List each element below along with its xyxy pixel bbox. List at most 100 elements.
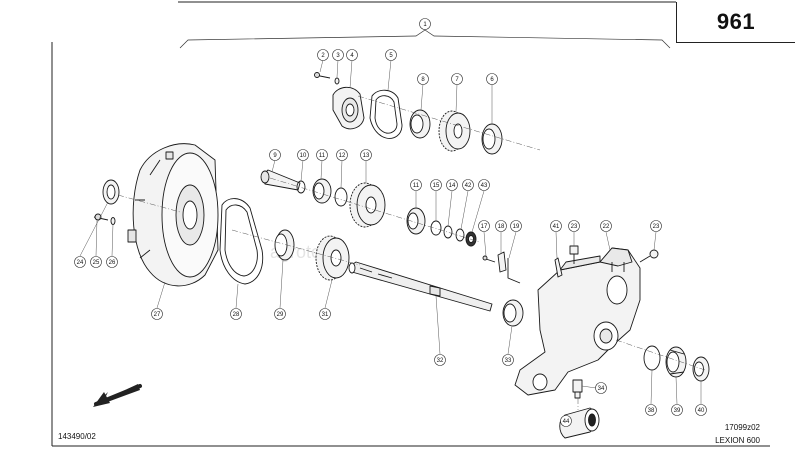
callout-12: 12: [336, 149, 348, 161]
callout-42: 42: [462, 179, 474, 191]
svg-text:22: 22: [603, 224, 610, 230]
callout-8: 8: [417, 73, 429, 85]
callout-6: 6: [486, 73, 498, 85]
svg-text:4: 4: [350, 53, 354, 59]
callout-11b: 11: [410, 179, 422, 191]
gear-13: [349, 182, 386, 228]
callout-14: 14: [446, 179, 458, 191]
svg-text:43: 43: [481, 183, 488, 189]
svg-text:7: 7: [455, 77, 459, 83]
washer-3: [334, 77, 340, 85]
svg-text:34: 34: [598, 386, 605, 392]
svg-text:3: 3: [336, 53, 340, 59]
ring-15: [430, 220, 442, 236]
svg-text:26: 26: [109, 260, 116, 266]
svg-text:25: 25: [93, 260, 100, 266]
direction-arrow-icon: [93, 384, 142, 407]
bearing-39: [665, 346, 687, 378]
callout-24: 24: [74, 256, 86, 268]
svg-text:2: 2: [321, 53, 325, 59]
callout-23a: 23: [568, 220, 580, 232]
callout-25: 25: [90, 256, 102, 268]
svg-text:31: 31: [322, 312, 329, 318]
pinion-shaft-9: [260, 169, 301, 191]
callout-34: 34: [595, 382, 607, 394]
bearing-6: [481, 123, 503, 155]
bolt-2: [314, 72, 331, 79]
svg-text:6: 6: [490, 77, 494, 83]
spacer-12: [334, 187, 348, 207]
callouts: 1 2 3 4 5 6 7 8 9 10 11 12 13 11 15 14 4…: [74, 18, 707, 427]
callout-23b: 23: [650, 220, 662, 232]
bolt-25: [93, 213, 109, 221]
svg-text:10: 10: [300, 153, 307, 159]
svg-text:18: 18: [498, 224, 505, 230]
svg-text:23: 23: [571, 224, 578, 230]
plug-34: [572, 379, 583, 399]
callout-19: 19: [510, 220, 522, 232]
bolt-23a: [569, 245, 579, 264]
svg-text:41: 41: [553, 224, 560, 230]
svg-text:14: 14: [449, 183, 456, 189]
svg-text:5: 5: [389, 53, 393, 59]
callout-4: 4: [346, 49, 358, 61]
callout-17: 17: [478, 220, 490, 232]
callout-18: 18: [495, 220, 507, 232]
callout-31: 31: [319, 308, 331, 320]
callout-39: 39: [671, 404, 683, 416]
svg-text:17: 17: [481, 224, 488, 230]
oring-38: [643, 345, 661, 371]
page-number-plate: 961: [676, 2, 795, 43]
callout-43: 43: [478, 179, 490, 191]
frame: [51, 1, 770, 447]
bearing-11b: [406, 207, 426, 235]
bearing-33: [502, 299, 524, 327]
callout-33: 33: [502, 354, 514, 366]
parts: [93, 72, 710, 439]
callout-11a: 11: [316, 149, 328, 161]
callout-15: 15: [430, 179, 442, 191]
bolt-23b: [639, 249, 659, 263]
gasket-5: [369, 89, 403, 139]
svg-text:8: 8: [421, 77, 425, 83]
group-bracket: [179, 29, 671, 49]
stud-41: [554, 257, 563, 278]
svg-text:33: 33: [505, 358, 512, 364]
callout-3: 3: [332, 49, 344, 61]
callout-9: 9: [269, 149, 281, 161]
callout-13: 13: [360, 149, 372, 161]
svg-text:13: 13: [363, 153, 370, 159]
svg-text:28: 28: [233, 312, 240, 318]
callout-22: 22: [600, 220, 612, 232]
svg-text:42: 42: [465, 183, 472, 189]
svg-text:40: 40: [698, 408, 705, 414]
drawing-id: 143490/02: [58, 432, 96, 441]
callout-40: 40: [695, 404, 707, 416]
bearing-8: [409, 109, 431, 139]
model-name: LEXION 600: [715, 436, 760, 445]
svg-text:23: 23: [653, 224, 660, 230]
ring-14: [443, 225, 453, 239]
rod-19: [507, 258, 521, 284]
plate-18: [497, 251, 507, 273]
svg-text:39: 39: [674, 408, 681, 414]
svg-text:9: 9: [273, 153, 277, 159]
gearbox-housing-22: [514, 247, 641, 396]
callout-38: 38: [645, 404, 657, 416]
callout-5: 5: [385, 49, 397, 61]
svg-text:12: 12: [339, 153, 346, 159]
callout-32: 32: [434, 354, 446, 366]
callout-41: 41: [550, 220, 562, 232]
page-number: 961: [716, 9, 756, 34]
sleeve-44: [559, 407, 600, 439]
callout-26: 26: [106, 256, 118, 268]
seal-40: [692, 356, 710, 382]
gear-31: [315, 235, 350, 281]
cover-4: [332, 86, 365, 130]
bolt-17: [482, 255, 496, 263]
svg-text:29: 29: [277, 312, 284, 318]
svg-text:19: 19: [513, 224, 520, 230]
callout-44: 44: [560, 415, 572, 427]
washer-26: [110, 217, 116, 225]
